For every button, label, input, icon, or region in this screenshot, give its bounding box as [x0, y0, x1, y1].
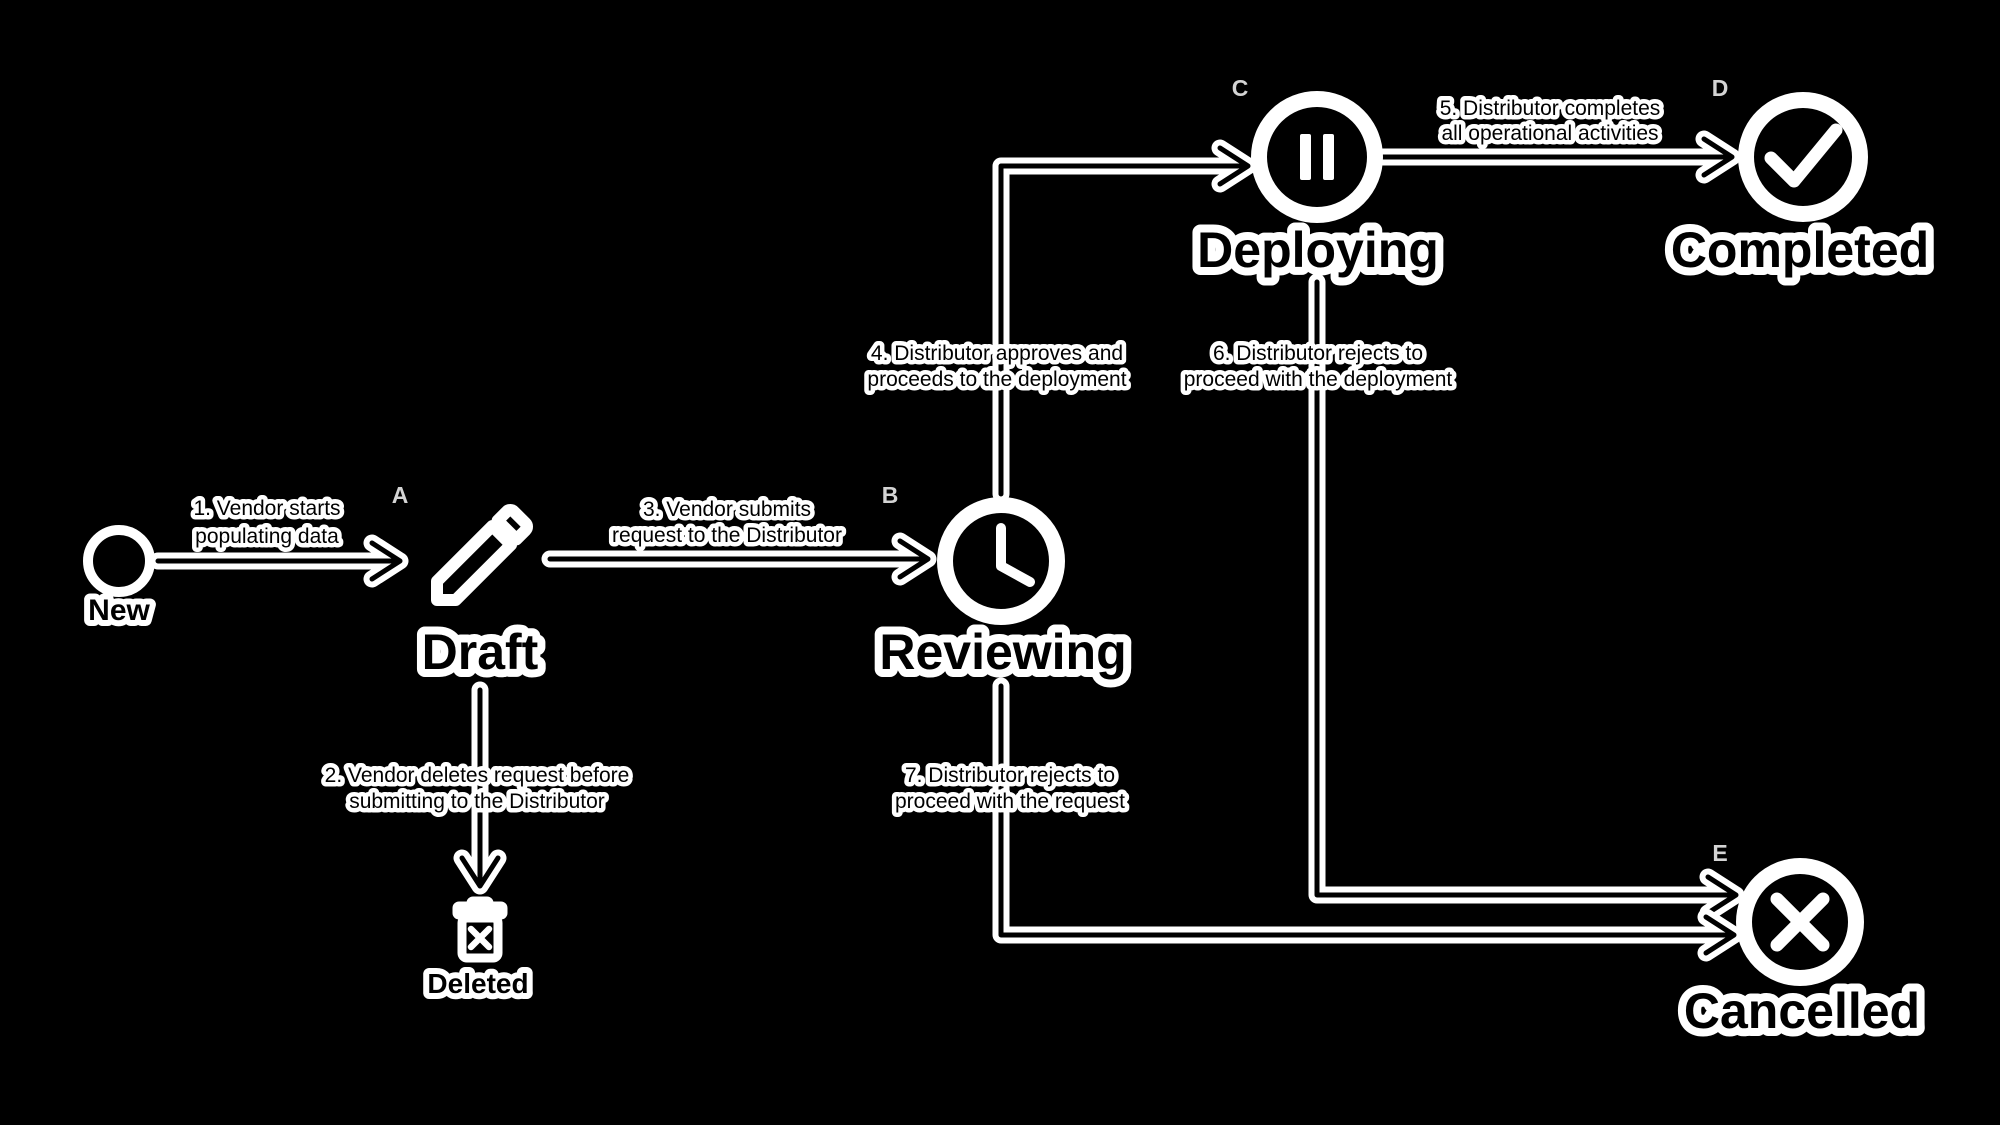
pause-bar-left: [1300, 134, 1311, 180]
node-deploying-label: Deploying: [1197, 222, 1439, 278]
trash-x-mark: [467, 925, 493, 951]
node-cancelled-label: Cancelled: [1684, 983, 1920, 1039]
svg-text:submitting to the Distributor: submitting to the Distributor: [349, 790, 605, 813]
transition-arrow-1: [158, 543, 400, 579]
transition-label-6: 6. Distributor rejects to proceed with t…: [1179, 338, 1457, 396]
marker-c: C: [1232, 75, 1249, 101]
node-cancelled: E Cancelled: [1676, 840, 1928, 1047]
transition-label-3: 3. Vendor submits request to the Distrib…: [608, 494, 847, 552]
marker-e: E: [1712, 840, 1727, 866]
svg-text:proceeds to the deployment: proceeds to the deployment: [867, 368, 1126, 391]
pause-bar-right: [1323, 134, 1334, 180]
svg-text:3. Vendor submits: 3. Vendor submits: [643, 498, 811, 521]
filled-dot-icon: [83, 525, 155, 597]
svg-text:4. Distributor approves and: 4. Distributor approves and: [871, 342, 1123, 365]
transition-label-1: 1. Vendor starts populating data: [189, 493, 345, 553]
node-completed: D Completed: [1663, 75, 1937, 286]
pencil-icon: [431, 504, 533, 606]
trash-icon: [452, 896, 508, 963]
marker-d: D: [1712, 75, 1729, 101]
svg-text:proceed with the deployment: proceed with the deployment: [1184, 368, 1453, 391]
node-new-label: New: [88, 594, 150, 627]
svg-text:2. Vendor deletes request befo: 2. Vendor deletes request before: [325, 764, 630, 787]
transition-arrow-4: [1001, 148, 1248, 494]
transition-label-2: 2. Vendor deletes request before submitt…: [320, 760, 634, 818]
transition-arrow-7: [1001, 686, 1734, 953]
node-deploying: C Deploying: [1189, 75, 1447, 286]
check-mark: [1764, 123, 1843, 188]
transition-label-5: 5. Distributor completes all operational…: [1435, 93, 1665, 150]
pause-icon: [1251, 91, 1383, 223]
svg-text:7. Distributor rejects to: 7. Distributor rejects to: [905, 764, 1115, 787]
transition-arrow-2: [462, 690, 498, 886]
marker-a: A: [392, 482, 409, 508]
cross-mark: [1770, 892, 1830, 952]
node-deleted: Deleted: [421, 896, 535, 1005]
node-draft: A Draft: [392, 482, 547, 688]
marker-b: B: [882, 482, 899, 508]
svg-text:proceed with the request: proceed with the request: [895, 790, 1125, 813]
node-deleted-label: Deleted: [427, 968, 528, 999]
check-icon: [1738, 92, 1868, 222]
clock-hands: [996, 523, 1035, 587]
node-new: New: [82, 525, 157, 633]
svg-text:populating data: populating data: [195, 525, 339, 548]
svg-text:request to the Distributor: request to the Distributor: [612, 524, 842, 547]
svg-text:1. Vendor starts: 1. Vendor starts: [193, 497, 340, 520]
svg-text:6. Distributor rejects to: 6. Distributor rejects to: [1213, 342, 1423, 365]
svg-text:all operational activities: all operational activities: [1441, 122, 1658, 145]
node-reviewing-label: Reviewing: [879, 624, 1126, 680]
svg-text:5. Distributor completes: 5. Distributor completes: [1440, 97, 1661, 120]
transition-label-4: 4. Distributor approves and proceeds to …: [863, 338, 1131, 396]
node-completed-label: Completed: [1671, 222, 1929, 278]
node-draft-label: Draft: [422, 624, 539, 680]
transition-label-7: 7. Distributor rejects to proceed with t…: [891, 760, 1130, 818]
node-reviewing: B Reviewing: [871, 482, 1134, 688]
